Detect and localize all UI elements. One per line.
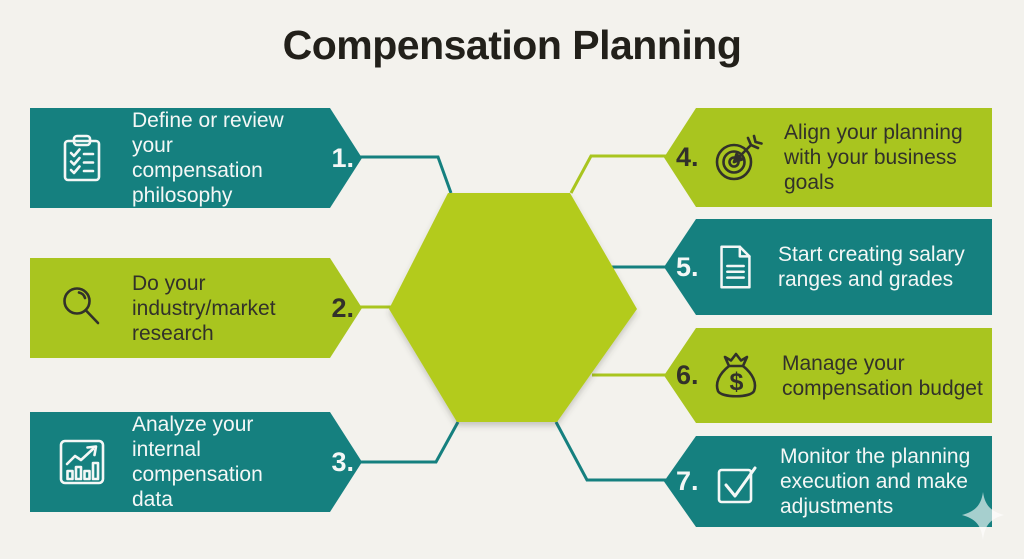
- step-banner-3: Analyze your internal compensation data …: [30, 412, 362, 512]
- step-banner-1: Define or review your compensation philo…: [30, 108, 362, 208]
- step-label: Do your industry/market research: [132, 271, 276, 345]
- step-label: Monitor the planning execution and make …: [780, 445, 971, 518]
- target-arrow-icon: [710, 130, 766, 186]
- step-number: 6.: [676, 360, 699, 390]
- step-label: Manage your compensation budget: [782, 351, 983, 400]
- connector-step-1: [360, 155, 453, 194]
- step-banner-6: 6. $ Manage your compensation budget: [664, 328, 992, 423]
- step-banner-7: 7. Monitor the planning execution and ma…: [664, 436, 992, 527]
- step-number: 4.: [676, 142, 699, 172]
- step-banner-4: 4. Align your planning with your busines…: [664, 108, 992, 207]
- money-bag-icon: $: [710, 349, 764, 403]
- document-icon: [710, 242, 760, 292]
- step-label: Analyze your internal compensation data: [132, 413, 263, 511]
- magnifier-icon: [56, 282, 108, 334]
- page-title: Compensation Planning: [282, 22, 742, 68]
- center-hexagon: [389, 193, 637, 422]
- step-label: Start creating salary ranges and grades: [778, 243, 965, 291]
- step-number: 1.: [331, 142, 354, 173]
- connector-step-7: [554, 421, 666, 482]
- connector-step-4: [569, 154, 666, 194]
- svg-text:$: $: [730, 368, 744, 396]
- checkbox-check-icon: [710, 456, 762, 508]
- step-number: 5.: [676, 251, 699, 282]
- step-label: Define or review your compensation philo…: [132, 109, 284, 207]
- connector-step-3: [356, 421, 460, 464]
- step-number: 2.: [331, 292, 354, 323]
- clipboard-checklist-icon: [56, 132, 108, 184]
- step-banner-2: Do your industry/market research 2.: [30, 258, 362, 358]
- step-number: 7.: [676, 466, 699, 496]
- bar-chart-growth-icon: [56, 436, 108, 488]
- step-number: 3.: [331, 446, 354, 477]
- step-label: Align your planning with your business g…: [784, 121, 963, 194]
- step-banner-5: 5. Start creating salary ranges and grad…: [664, 219, 992, 315]
